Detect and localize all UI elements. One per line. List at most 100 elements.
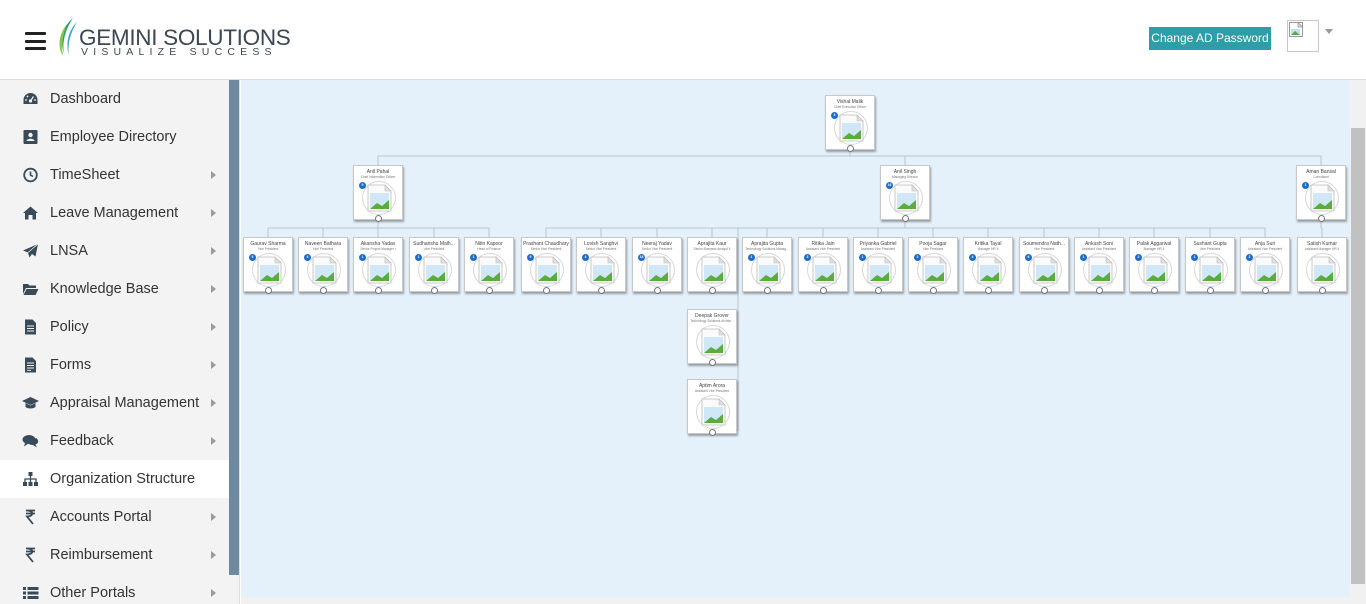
profile-photo-placeholder [1305,181,1339,215]
top-header: GEMINI SOLUTIONS VISUALIZE SUCCESS Chang… [0,0,1366,80]
expand-collapse-toggle-icon[interactable] [1262,287,1269,294]
sidebar-item-employee-directory[interactable]: Employee Directory [0,118,229,156]
employee-name: Satish Kumar [1306,241,1337,247]
expand-collapse-toggle-icon[interactable] [709,429,716,436]
sidebar-item-dashboard[interactable]: Dashboard [0,80,229,118]
sidebar-item-forms[interactable]: Forms [0,346,229,384]
expand-collapse-toggle-icon[interactable] [875,287,882,294]
expand-collapse-toggle-icon[interactable] [1041,287,1048,294]
user-avatar[interactable] [1287,20,1319,52]
submenu-arrow-icon [211,247,216,255]
expand-collapse-toggle-icon[interactable] [764,287,771,294]
expand-collapse-toggle-icon[interactable] [985,287,992,294]
profile-photo-placeholder [641,253,675,287]
hamburger-menu-icon[interactable] [25,32,46,50]
expand-collapse-toggle-icon[interactable] [1319,287,1326,294]
direct-reports-count-badge: 1 [748,254,755,261]
sidebar-scrollbar[interactable] [229,80,239,575]
vertical-scrollbar-thumb[interactable] [1351,128,1365,584]
expand-collapse-toggle-icon[interactable] [1318,215,1325,222]
vertical-scrollbar[interactable] [1350,80,1366,604]
expand-collapse-toggle-icon[interactable] [930,287,937,294]
expand-collapse-toggle-icon[interactable] [1207,287,1214,294]
profile-photo-placeholder [362,181,396,215]
profile-photo-placeholder [252,253,286,287]
employee-name: Aprajita Kaur [697,241,727,247]
sidebar-item-organization-structure[interactable]: Organization Structure [0,460,229,498]
change-ad-password-button[interactable]: Change AD Password [1149,27,1271,50]
expand-collapse-toggle-icon[interactable] [1151,287,1158,294]
company-logo[interactable]: GEMINI SOLUTIONS VISUALIZE SUCCESS [55,16,295,64]
expand-collapse-toggle-icon[interactable] [431,287,438,294]
profile-photo-placeholder [889,181,923,215]
sidebar-item-timesheet[interactable]: TimeSheet [0,156,229,194]
employee-title: Vice President [257,247,279,251]
expand-collapse-toggle-icon[interactable] [820,287,827,294]
sidebar-item-lnsa[interactable]: LNSA [0,232,229,270]
expand-collapse-toggle-icon[interactable] [709,287,716,294]
expand-collapse-toggle-icon[interactable] [902,215,909,222]
profile-photo-placeholder [307,253,341,287]
direct-reports-count-badge: 16 [886,182,893,189]
expand-collapse-toggle-icon[interactable] [375,287,382,294]
sidebar-item-appraisal-management[interactable]: Appraisal Management [0,384,229,422]
expand-collapse-toggle-icon[interactable] [543,287,550,294]
sidebar-item-leave-management[interactable]: Leave Management [0,194,229,232]
sidebar-item-feedback[interactable]: Feedback [0,422,229,460]
horizontal-scrollbar[interactable] [241,597,1350,604]
expand-collapse-toggle-icon[interactable] [847,145,854,152]
expand-collapse-toggle-icon[interactable] [320,287,327,294]
employee-name: Akansha Yadav [360,241,396,247]
employee-name: Aprajita Gupta [751,241,783,247]
sidebar-item-reimbursement[interactable]: Reimbursement [0,536,229,574]
sidebar-item-knowledge-base[interactable]: Knowledge Base [0,270,229,308]
user-menu-caret-icon[interactable] [1325,29,1333,34]
employee-name: Lovish Sanghvi [584,241,618,247]
sidebar-item-label: Employee Directory [50,129,177,145]
graduation-cap-icon [22,397,39,409]
expand-collapse-toggle-icon[interactable] [598,287,605,294]
submenu-arrow-icon [211,437,216,445]
expand-collapse-toggle-icon[interactable] [654,287,661,294]
sidebar-item-accounts-portal[interactable]: Accounts Portal [0,498,229,536]
employee-title: Assistant Vice President [860,247,896,251]
expand-collapse-toggle-icon[interactable] [1096,287,1103,294]
sidebar-item-policy[interactable]: Policy [0,308,229,346]
expand-collapse-toggle-icon[interactable] [375,215,382,222]
expand-collapse-toggle-icon[interactable] [486,287,493,294]
direct-reports-count-badge: 4 [582,254,589,261]
sidebar-item-label: TimeSheet [50,167,120,183]
employee-title: Technology Solutions Archite... [690,319,734,323]
id-card-icon [23,130,38,144]
expand-collapse-toggle-icon[interactable] [265,287,272,294]
expand-collapse-toggle-icon[interactable] [709,359,716,366]
sidebar-item-other-portals[interactable]: Other Portals [0,574,229,604]
